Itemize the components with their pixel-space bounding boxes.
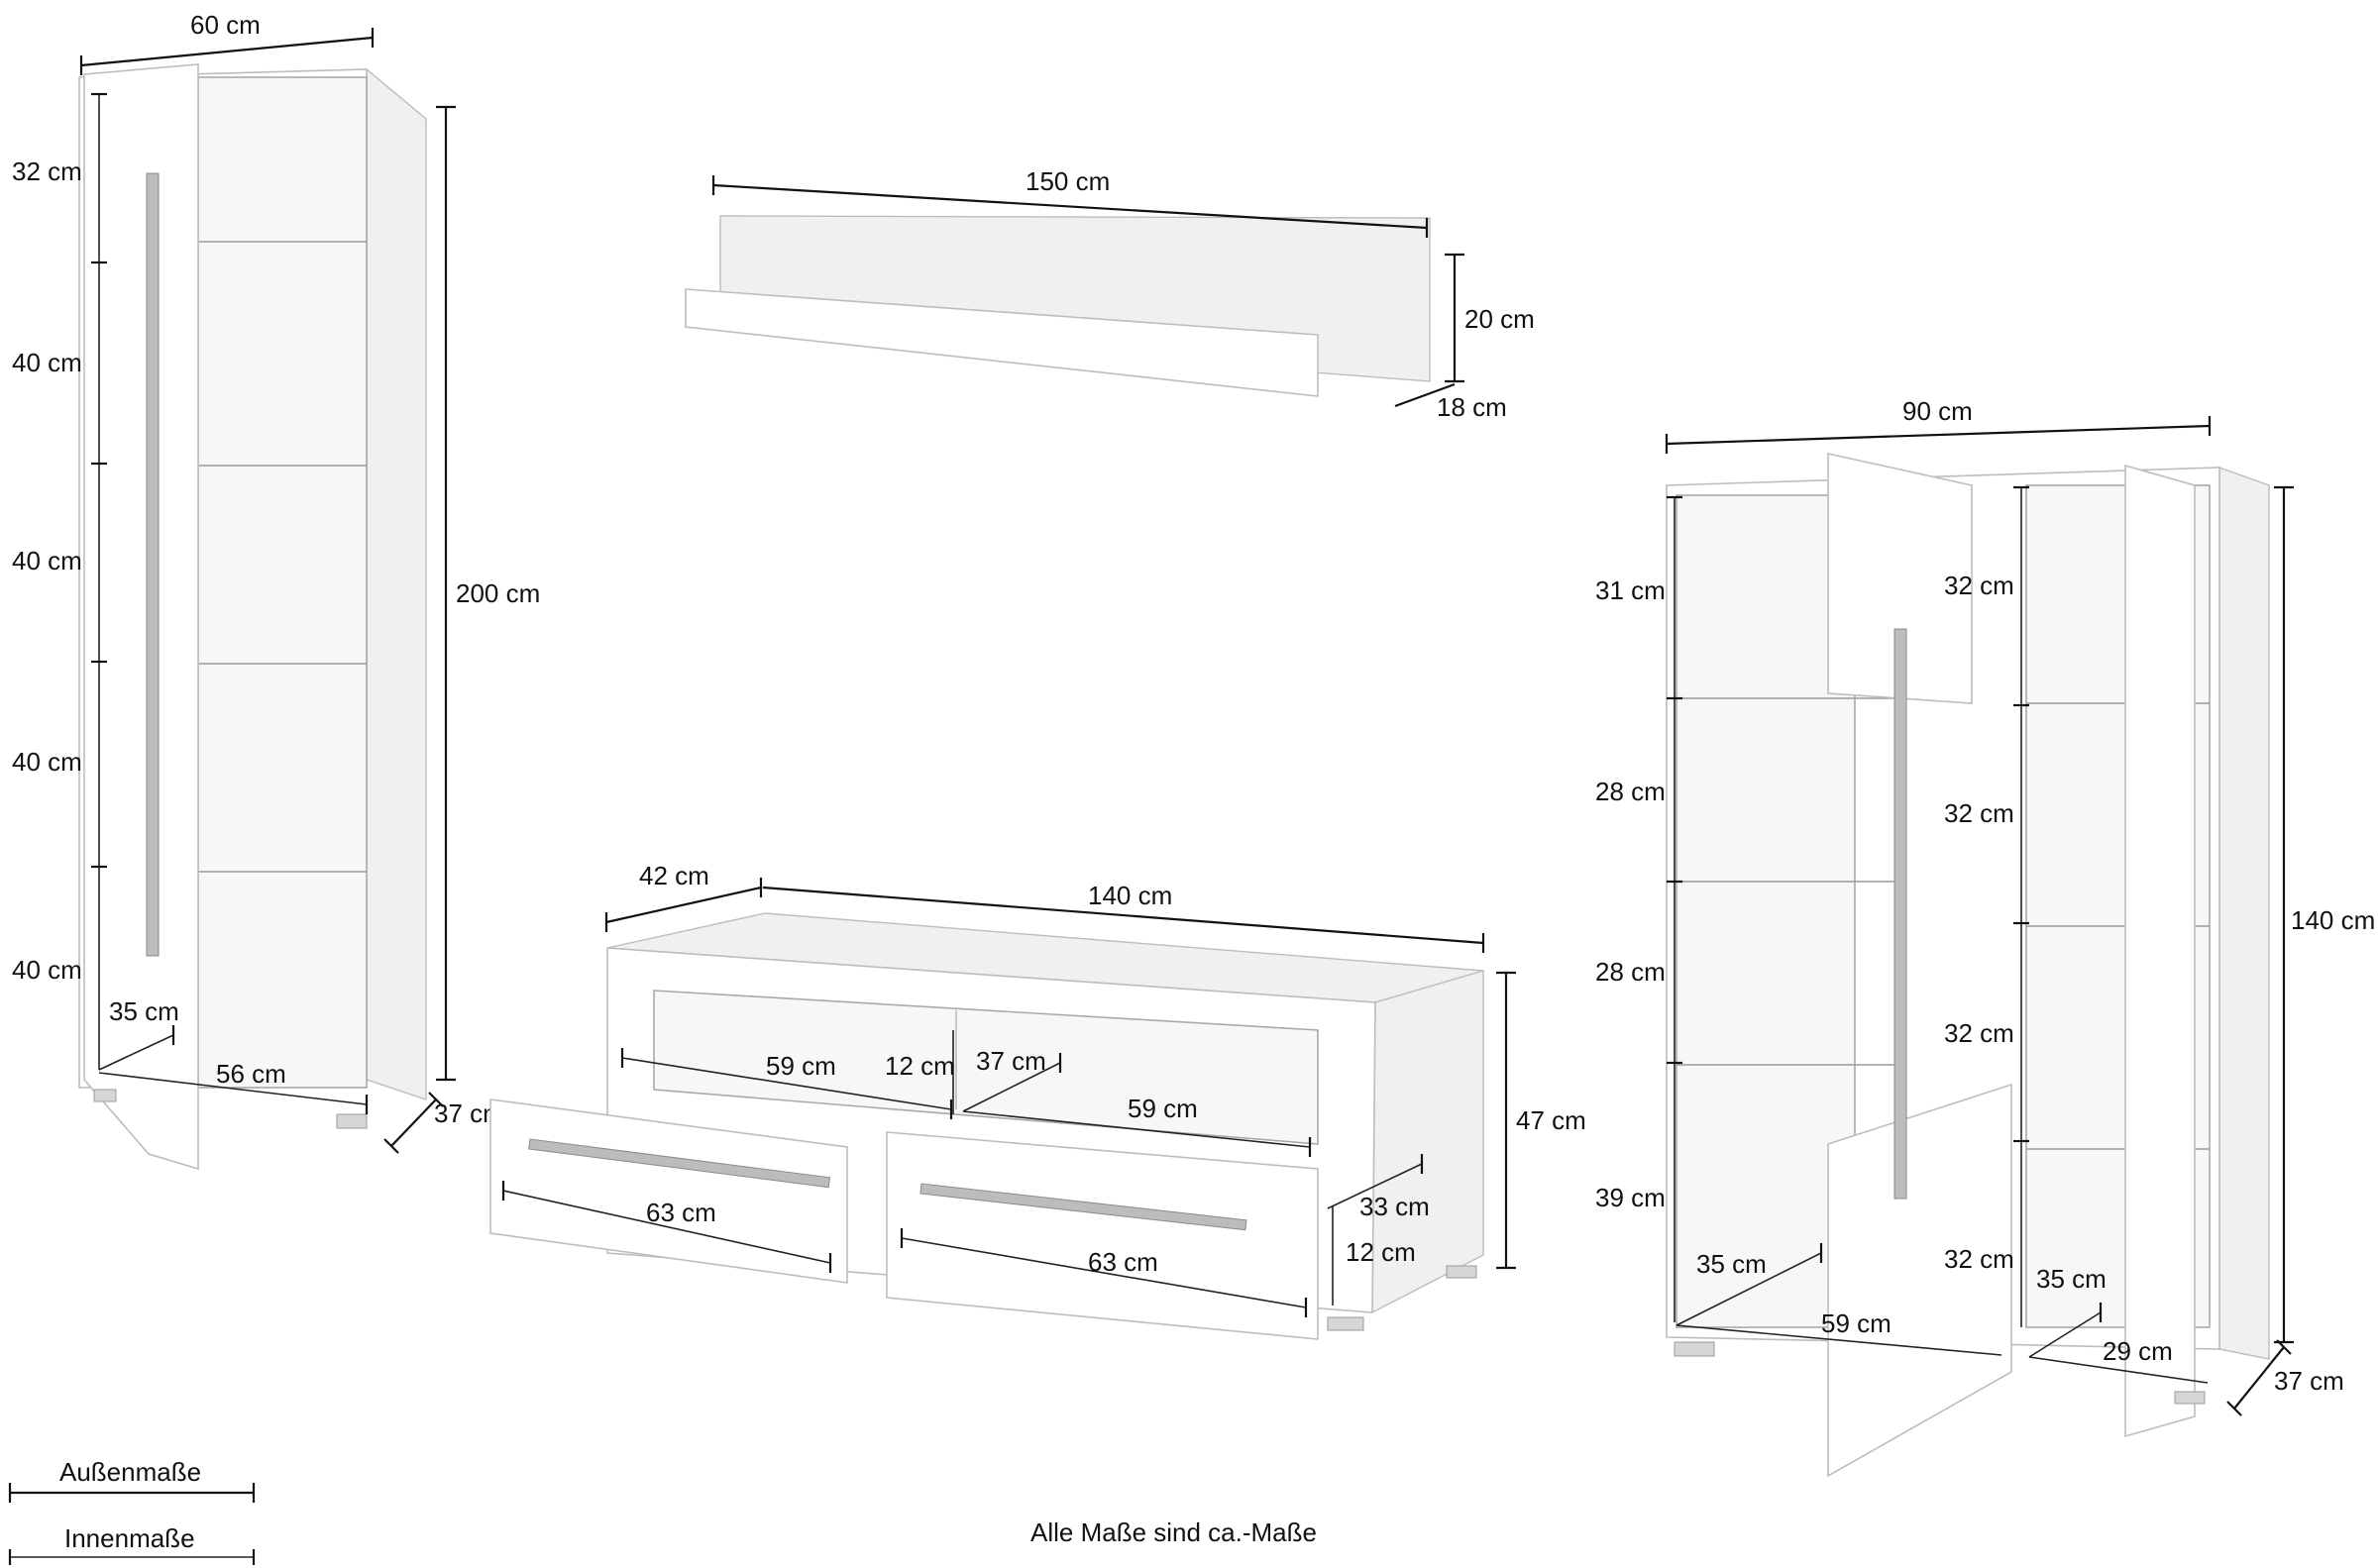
highboard: 90 cm 140 cm 37 cm 31 cm 28 cm 28 cm 39 …: [1595, 396, 2375, 1478]
inner-width-line: [962, 1110, 1311, 1148]
inner-depth-line: [98, 1034, 174, 1071]
highboard-side: [2218, 467, 2270, 1360]
tv-board-open-left-width-label: 59 cm: [766, 1051, 836, 1081]
footnote: Alle Maße sind ca.-Maße: [1030, 1517, 1317, 1547]
tall-cabinet-width-label: 60 cm: [190, 10, 261, 40]
dimension-tick: [2276, 1339, 2292, 1355]
highboard-left-compartment-3: 28 cm: [1595, 957, 1666, 987]
highboard-lower-door: [1827, 1083, 2012, 1478]
legend-outer-label: Außenmaße: [59, 1457, 201, 1487]
dimension-line-width: [762, 886, 1484, 945]
wall-shelf-ledge: [685, 288, 1319, 397]
dimension-line-width: [1666, 424, 2211, 446]
wall-shelf: 150 cm 20 cm 18 cm: [685, 166, 1535, 422]
dimension-line-width: [80, 36, 374, 67]
highboard-foot: [1674, 1341, 1715, 1357]
tv-board-open-height-label: 12 cm: [885, 1051, 955, 1081]
highboard-depth-label: 37 cm: [2274, 1366, 2344, 1396]
dimension-line-depth: [1394, 382, 1456, 408]
tv-board-open-right-width-label: 59 cm: [1128, 1094, 1198, 1123]
dimension-tick: [2226, 1401, 2242, 1416]
tv-board-drawer-left-handle: [528, 1138, 831, 1189]
inner-width-line: [98, 1072, 368, 1105]
highboard-height-label: 140 cm: [2291, 905, 2375, 935]
tall-cabinet-inner-width-label: 56 cm: [216, 1059, 286, 1089]
inner-depth-line: [962, 1062, 1061, 1112]
legend-inner-label: Innenmaße: [64, 1523, 195, 1553]
dimension-line-depth: [390, 1098, 437, 1147]
highboard-right-compartment-2: 32 cm: [1944, 798, 2014, 828]
inner-depth-line: [1327, 1163, 1423, 1209]
tv-board: 42 cm 140 cm 47 cm 59 cm 12 cm 37 cm 59 …: [489, 861, 1586, 1340]
inner-depth-line: [2028, 1311, 2102, 1358]
tall-cabinet-compartment-5: 40 cm: [12, 955, 82, 985]
tv-board-drawer-right-handle: [919, 1183, 1247, 1231]
highboard-left-compartment-4: 39 cm: [1595, 1183, 1666, 1212]
tv-board-foot: [1327, 1316, 1364, 1331]
highboard-left-compartment-1: 31 cm: [1595, 575, 1666, 605]
dimension-line-depth: [2233, 1346, 2285, 1410]
tall-cabinet-compartment-2: 40 cm: [12, 348, 82, 377]
tall-cabinet-glass: [197, 76, 368, 1089]
tv-board-foot: [1446, 1265, 1477, 1279]
tv-board-open-depth-label: 37 cm: [976, 1046, 1046, 1076]
tall-cabinet-compartment-1: 32 cm: [12, 157, 82, 186]
highboard-right-compartment-4: 32 cm: [1944, 1244, 2014, 1274]
tall-cabinet-inner-depth-label: 35 cm: [109, 996, 179, 1026]
highboard-left-inner-width-label: 59 cm: [1821, 1308, 1892, 1338]
highboard-handle: [1893, 628, 1907, 1200]
tall-cabinet-door: [83, 63, 199, 1171]
inner-width-line: [502, 1190, 831, 1264]
highboard-right-inner-depth-label: 35 cm: [2036, 1264, 2107, 1294]
inner-width-line: [621, 1057, 952, 1110]
tv-board-drawer-right: [886, 1131, 1319, 1340]
highboard-right-door: [2124, 464, 2196, 1438]
tv-board-drawer-right-width-label: 63 cm: [1088, 1247, 1158, 1277]
tall-cabinet-foot: [336, 1113, 368, 1129]
highboard-width-label: 90 cm: [1902, 396, 1973, 426]
inner-width-line: [1675, 1324, 2002, 1356]
tv-board-open-compartment: [653, 990, 1319, 1145]
highboard-upper-door: [1827, 453, 1973, 704]
highboard-left-inner-depth-label: 35 cm: [1696, 1249, 1767, 1279]
dimension-tick: [428, 1092, 444, 1107]
tall-cabinet-side: [366, 67, 427, 1100]
highboard-right-compartment-3: 32 cm: [1944, 1018, 2014, 1048]
highboard-left-glass: [1675, 494, 1856, 1328]
highboard-right-inner-width-label: 29 cm: [2103, 1336, 2173, 1366]
dimension-tick: [383, 1138, 399, 1154]
wall-shelf-height-label: 20 cm: [1464, 304, 1535, 334]
legend: Außenmaße Innenmaße: [8, 1457, 256, 1565]
wall-shelf-depth-label: 18 cm: [1437, 392, 1507, 422]
inner-width-line: [2028, 1356, 2209, 1384]
tv-board-drawer-depth-label: 33 cm: [1359, 1192, 1430, 1221]
tall-cabinet-handle: [146, 172, 160, 957]
tv-board-drawer-left-width-label: 63 cm: [646, 1198, 716, 1227]
tall-cabinet-foot: [93, 1089, 117, 1102]
highboard-right-compartment-1: 32 cm: [1944, 571, 2014, 600]
tv-board-drawer-height-label: 12 cm: [1346, 1237, 1416, 1267]
tall-cabinet-compartment-3: 40 cm: [12, 546, 82, 575]
dimension-line-width: [712, 183, 1428, 230]
tv-board-width-label: 140 cm: [1088, 881, 1172, 910]
dimension-line-depth: [605, 886, 762, 924]
inner-depth-line: [1675, 1252, 1822, 1326]
inner-width-line: [901, 1237, 1307, 1308]
tall-cabinet-compartment-4: 40 cm: [12, 747, 82, 777]
tall-cabinet: 60 cm 200 cm 37 cm 32 cm 40 cm 40 cm 40 …: [12, 10, 540, 1171]
tv-board-depth-label: 42 cm: [639, 861, 709, 890]
tall-cabinet-height-label: 200 cm: [456, 578, 540, 608]
tv-board-height-label: 47 cm: [1516, 1105, 1586, 1135]
highboard-foot: [2174, 1391, 2206, 1405]
wall-shelf-width-label: 150 cm: [1026, 166, 1110, 196]
highboard-left-compartment-2: 28 cm: [1595, 777, 1666, 806]
